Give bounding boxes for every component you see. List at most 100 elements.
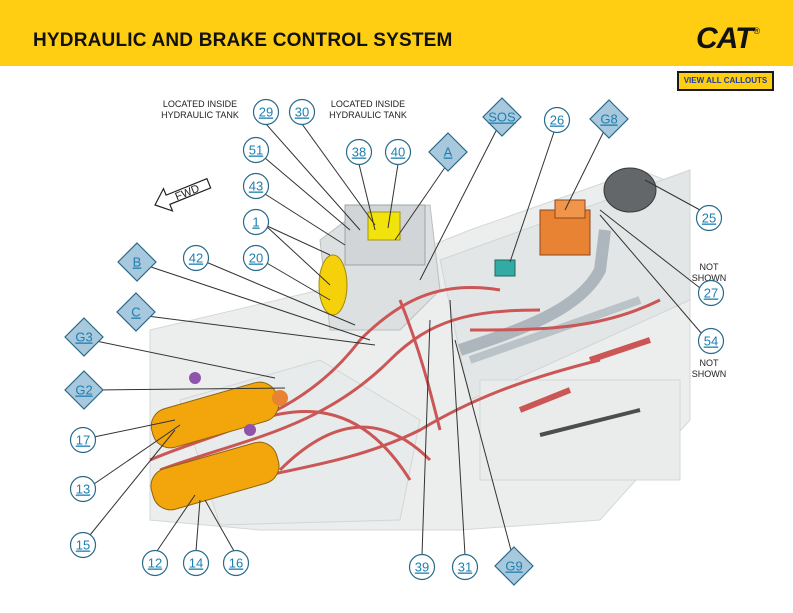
callout-g3[interactable]: G3: [64, 317, 104, 357]
callout-label: B: [133, 255, 142, 270]
callout-29[interactable]: 29: [252, 98, 280, 126]
callout-40[interactable]: 40: [384, 138, 412, 166]
cat-logo: CAT®: [696, 22, 760, 56]
machine-illustration: [149, 167, 691, 531]
callout-label: 12: [148, 556, 162, 571]
callout-circle: [384, 138, 412, 166]
callout-circle: [242, 244, 270, 272]
callout-label: 15: [76, 538, 90, 553]
callout-diamond: [116, 292, 156, 332]
header-bar: HYDRAULIC AND BRAKE CONTROL SYSTEM CAT®: [0, 0, 793, 66]
callout-label: G9: [505, 559, 522, 574]
callout-27[interactable]: 27: [697, 279, 725, 307]
callout-label: A: [444, 145, 453, 160]
callout-label: 39: [415, 560, 429, 575]
registered-mark: ®: [753, 26, 760, 36]
callout-14[interactable]: 14: [182, 549, 210, 577]
callout-circle: [695, 204, 723, 232]
callout-sos[interactable]: SOS: [482, 97, 522, 137]
callout-diamond: [117, 242, 157, 282]
callout-label: C: [131, 305, 140, 320]
note-inside-tank-right: LOCATED INSIDE HYDRAULIC TANK: [329, 99, 407, 120]
callout-label: 43: [249, 179, 263, 194]
callout-label: G8: [600, 112, 617, 127]
callout-label: 51: [249, 143, 263, 158]
callout-1[interactable]: 1: [242, 208, 270, 236]
callouts-layer: 29 30 51 38 40 43 1 20 42 26 25 27 54 17 13 15 12 14 16 39 3…: [64, 97, 725, 586]
callout-circle: [69, 426, 97, 454]
callout-26[interactable]: 26: [543, 106, 571, 134]
callout-label: 40: [391, 145, 405, 160]
callout-label: 16: [229, 556, 243, 571]
callout-12[interactable]: 12: [141, 549, 169, 577]
callout-label: 29: [259, 105, 273, 120]
callout-g8[interactable]: G8: [589, 99, 629, 139]
callout-17[interactable]: 17: [69, 426, 97, 454]
callout-circle: [345, 138, 373, 166]
callout-39[interactable]: 39: [408, 553, 436, 581]
callout-a[interactable]: A: [428, 132, 468, 172]
callout-circle: [242, 208, 270, 236]
page-title: HYDRAULIC AND BRAKE CONTROL SYSTEM: [33, 30, 453, 51]
fwd-arrow: FWD: [154, 177, 212, 212]
callout-25[interactable]: 25: [695, 204, 723, 232]
callout-51[interactable]: 51: [242, 136, 270, 164]
callout-diamond: [64, 317, 104, 357]
callout-label: 38: [352, 145, 366, 160]
callout-circle: [288, 98, 316, 126]
note-not-shown-54: NOT SHOWN: [691, 358, 727, 379]
callout-diamond: [589, 99, 629, 139]
callout-38[interactable]: 38: [345, 138, 373, 166]
callout-b[interactable]: B: [117, 242, 157, 282]
callout-g2[interactable]: G2: [64, 370, 104, 410]
callout-label: 31: [458, 560, 472, 575]
callout-circle: [222, 549, 250, 577]
callout-circle: [242, 136, 270, 164]
note-not-shown-27: NOT SHOWN: [691, 262, 727, 283]
callout-label: 25: [702, 211, 716, 226]
callout-label: G3: [75, 330, 92, 345]
callout-label: 20: [249, 251, 263, 266]
callout-diamond: [428, 132, 468, 172]
leader-lines: [89, 123, 703, 556]
callout-42[interactable]: 42: [182, 244, 210, 272]
view-all-callouts-button[interactable]: VIEW ALL CALLOUTS: [677, 71, 774, 91]
callout-diamond: [482, 97, 522, 137]
callout-circle: [69, 531, 97, 559]
callout-31[interactable]: 31: [451, 553, 479, 581]
callout-circle: [408, 553, 436, 581]
callout-circle: [69, 475, 97, 503]
fwd-label: FWD: [174, 183, 202, 204]
callout-15[interactable]: 15: [69, 531, 97, 559]
callout-20[interactable]: 20: [242, 244, 270, 272]
callout-label: SOS: [488, 110, 516, 125]
callout-label: 17: [76, 433, 90, 448]
callout-circle: [543, 106, 571, 134]
callout-g9[interactable]: G9: [494, 546, 534, 586]
callout-54[interactable]: 54: [697, 327, 725, 355]
callout-circle: [182, 549, 210, 577]
callout-label: 14: [189, 556, 203, 571]
callout-label: G2: [75, 383, 92, 398]
callout-label: 30: [295, 105, 309, 120]
callout-label: 27: [704, 286, 718, 301]
callout-circle: [242, 172, 270, 200]
callout-label: 1: [252, 215, 259, 230]
callout-c[interactable]: C: [116, 292, 156, 332]
callout-circle: [697, 279, 725, 307]
callout-30[interactable]: 30: [288, 98, 316, 126]
callout-diamond: [64, 370, 104, 410]
callout-label: 42: [189, 251, 203, 266]
logo-text: CAT: [696, 22, 753, 55]
callout-16[interactable]: 16: [222, 549, 250, 577]
callout-43[interactable]: 43: [242, 172, 270, 200]
callout-label: 13: [76, 482, 90, 497]
callout-circle: [697, 327, 725, 355]
callout-label: 26: [550, 113, 564, 128]
callout-circle: [182, 244, 210, 272]
callout-circle: [252, 98, 280, 126]
callout-13[interactable]: 13: [69, 475, 97, 503]
callout-circle: [451, 553, 479, 581]
note-inside-tank-left: LOCATED INSIDE HYDRAULIC TANK: [161, 99, 239, 120]
